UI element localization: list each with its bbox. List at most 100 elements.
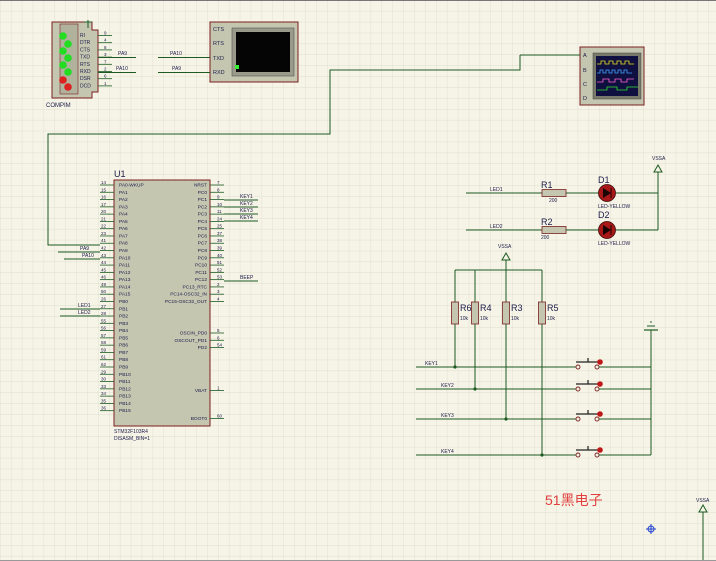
mcu-pin-number: 42 [101,246,107,251]
vssa-top-label: VSSA [652,156,666,162]
mcu-pin-number: 15 [101,187,107,192]
pullup-resistor-body [451,301,459,325]
pullup-ref: R4 [480,303,492,313]
mcu-pin-number: 45 [101,267,107,272]
mcu-pin-number: 55 [101,318,107,323]
led-circuit[interactable]: VSSA LED1 R1 200 D1 LED-YELLOW LED2 R2 2… [466,156,666,247]
mcu-pin-name: PA11 [119,263,130,269]
mcu-pin-number: 40 [217,253,223,258]
mcu-net-beep: BEEP [240,275,254,281]
key-indicator-icon [597,447,603,453]
vssa-bottom-label: VSSA [696,498,710,504]
pullup-resistor-body [538,301,546,325]
terminal-net-tx: PA10 [170,51,182,57]
mcu-pin-name: PA13 [119,277,131,283]
mcu-pin-name: PA12 [119,270,131,276]
mcu-pin-name: PA5 [119,219,128,225]
mcu-pin-number: 38 [217,238,223,243]
pullup-resistor-body [502,301,510,325]
mcu-pin-number: 1 [217,386,220,391]
mcu-pin-number: 4 [217,296,220,301]
mcu-pin-number: 58 [101,340,107,345]
mcu-pin-number: 61 [101,355,107,360]
resistor-r2[interactable] [541,226,567,234]
mcu-pin-name: PB0 [119,299,128,305]
mcu-pin-number: 34 [101,391,107,396]
mcu-pin-name: PB6 [119,343,128,349]
key-contact [575,364,581,370]
mcu-pin-number: 20 [101,209,107,214]
mcu-pin-number: 5 [217,328,220,333]
mcu-pin-name: PC10 [195,263,207,269]
mcu-net-pa9: PA9 [80,246,89,252]
mcu-pin-name: PA14 [119,284,131,290]
scope-channel-label: D [583,96,587,102]
d2-ref: D2 [598,210,610,220]
compim-pin-name: RI [80,33,85,39]
scope-channel-label: B [583,68,587,74]
mcu-net-key4: KEY4 [240,215,253,221]
pullup-ref: R6 [460,303,472,313]
mcu-pin-number: 28 [101,311,107,316]
mcu-pin-name: PA15 [119,292,131,298]
mcu-right-pins: 7NRST8PC09PC110PC211PC324PC425PC537PC638… [165,180,224,422]
key-label: KEY3 [441,413,454,419]
mcu-pin-name: PB10 [119,372,131,378]
mcu-pin-number: 35 [101,398,107,403]
mcu-pin-name: PB12 [119,386,131,392]
mcu-pin-number: 46 [101,275,107,280]
mcu-pin-number: 3 [217,289,220,294]
led-dtr-icon [64,40,72,48]
d2-type: LED-YELLOW [598,241,631,247]
compim-pin-number: 4 [104,38,107,43]
mcu-pin-number: 33 [101,384,107,389]
resistor-r1[interactable] [541,189,567,197]
mcu-pin-number: 53 [217,275,223,280]
r1-value: 200 [549,198,558,204]
mcu-pin-name: BOOT0 [191,416,208,422]
key-contact [575,452,581,458]
pullup-value: 10k [547,316,556,322]
mcu-pin-number: 50 [101,289,107,294]
pullup-ref: R5 [547,303,559,313]
mcu-pin-number: 8 [217,187,220,192]
key-label: KEY2 [441,383,454,389]
mcu-pin-name: PB7 [119,350,128,356]
mcu-pin-number: 43 [101,253,107,258]
mcu-pin-name: OSCOUT_PD1 [174,338,207,344]
mcu-pin-number: 29 [101,369,107,374]
mcu-pin-name: PC4 [198,219,208,225]
key-contact [575,386,581,392]
mcu-pin-name: PC13_RTC [183,284,208,290]
watermark-text: 51黑电子 [545,492,603,508]
terminal-net-rx: PA9 [172,66,181,72]
mcu-pin-number: 51 [217,260,223,265]
mcu-pin-name: PB11 [119,379,131,385]
mcu-pin-name: PB14 [119,401,131,407]
stm32-mcu[interactable]: U1 STM32F103R4 DISASM_BIN=1 14PA0-WKUP15… [100,169,224,442]
mcu-pin-number: 59 [101,347,107,352]
mcu-pin-number: 24 [217,216,223,221]
r2-ref: R2 [541,217,553,227]
mcu-net-led1: LED1 [78,303,91,309]
mcu-pin-name: PB1 [119,306,128,312]
mcu-pin-number: 17 [101,202,107,207]
led-cts-icon [59,47,67,55]
compim-pin-number: 3 [104,52,107,57]
vssa-top-icon [653,163,663,173]
key-label: KEY1 [425,361,438,367]
mcu-pin-number: 30 [101,377,107,382]
led2-net: LED2 [490,224,503,230]
mcu-pin-number: 52 [217,267,223,272]
mcu-pin-number: 54 [217,343,223,348]
key-indicator-icon [597,359,603,365]
led-ri-icon [59,32,67,40]
